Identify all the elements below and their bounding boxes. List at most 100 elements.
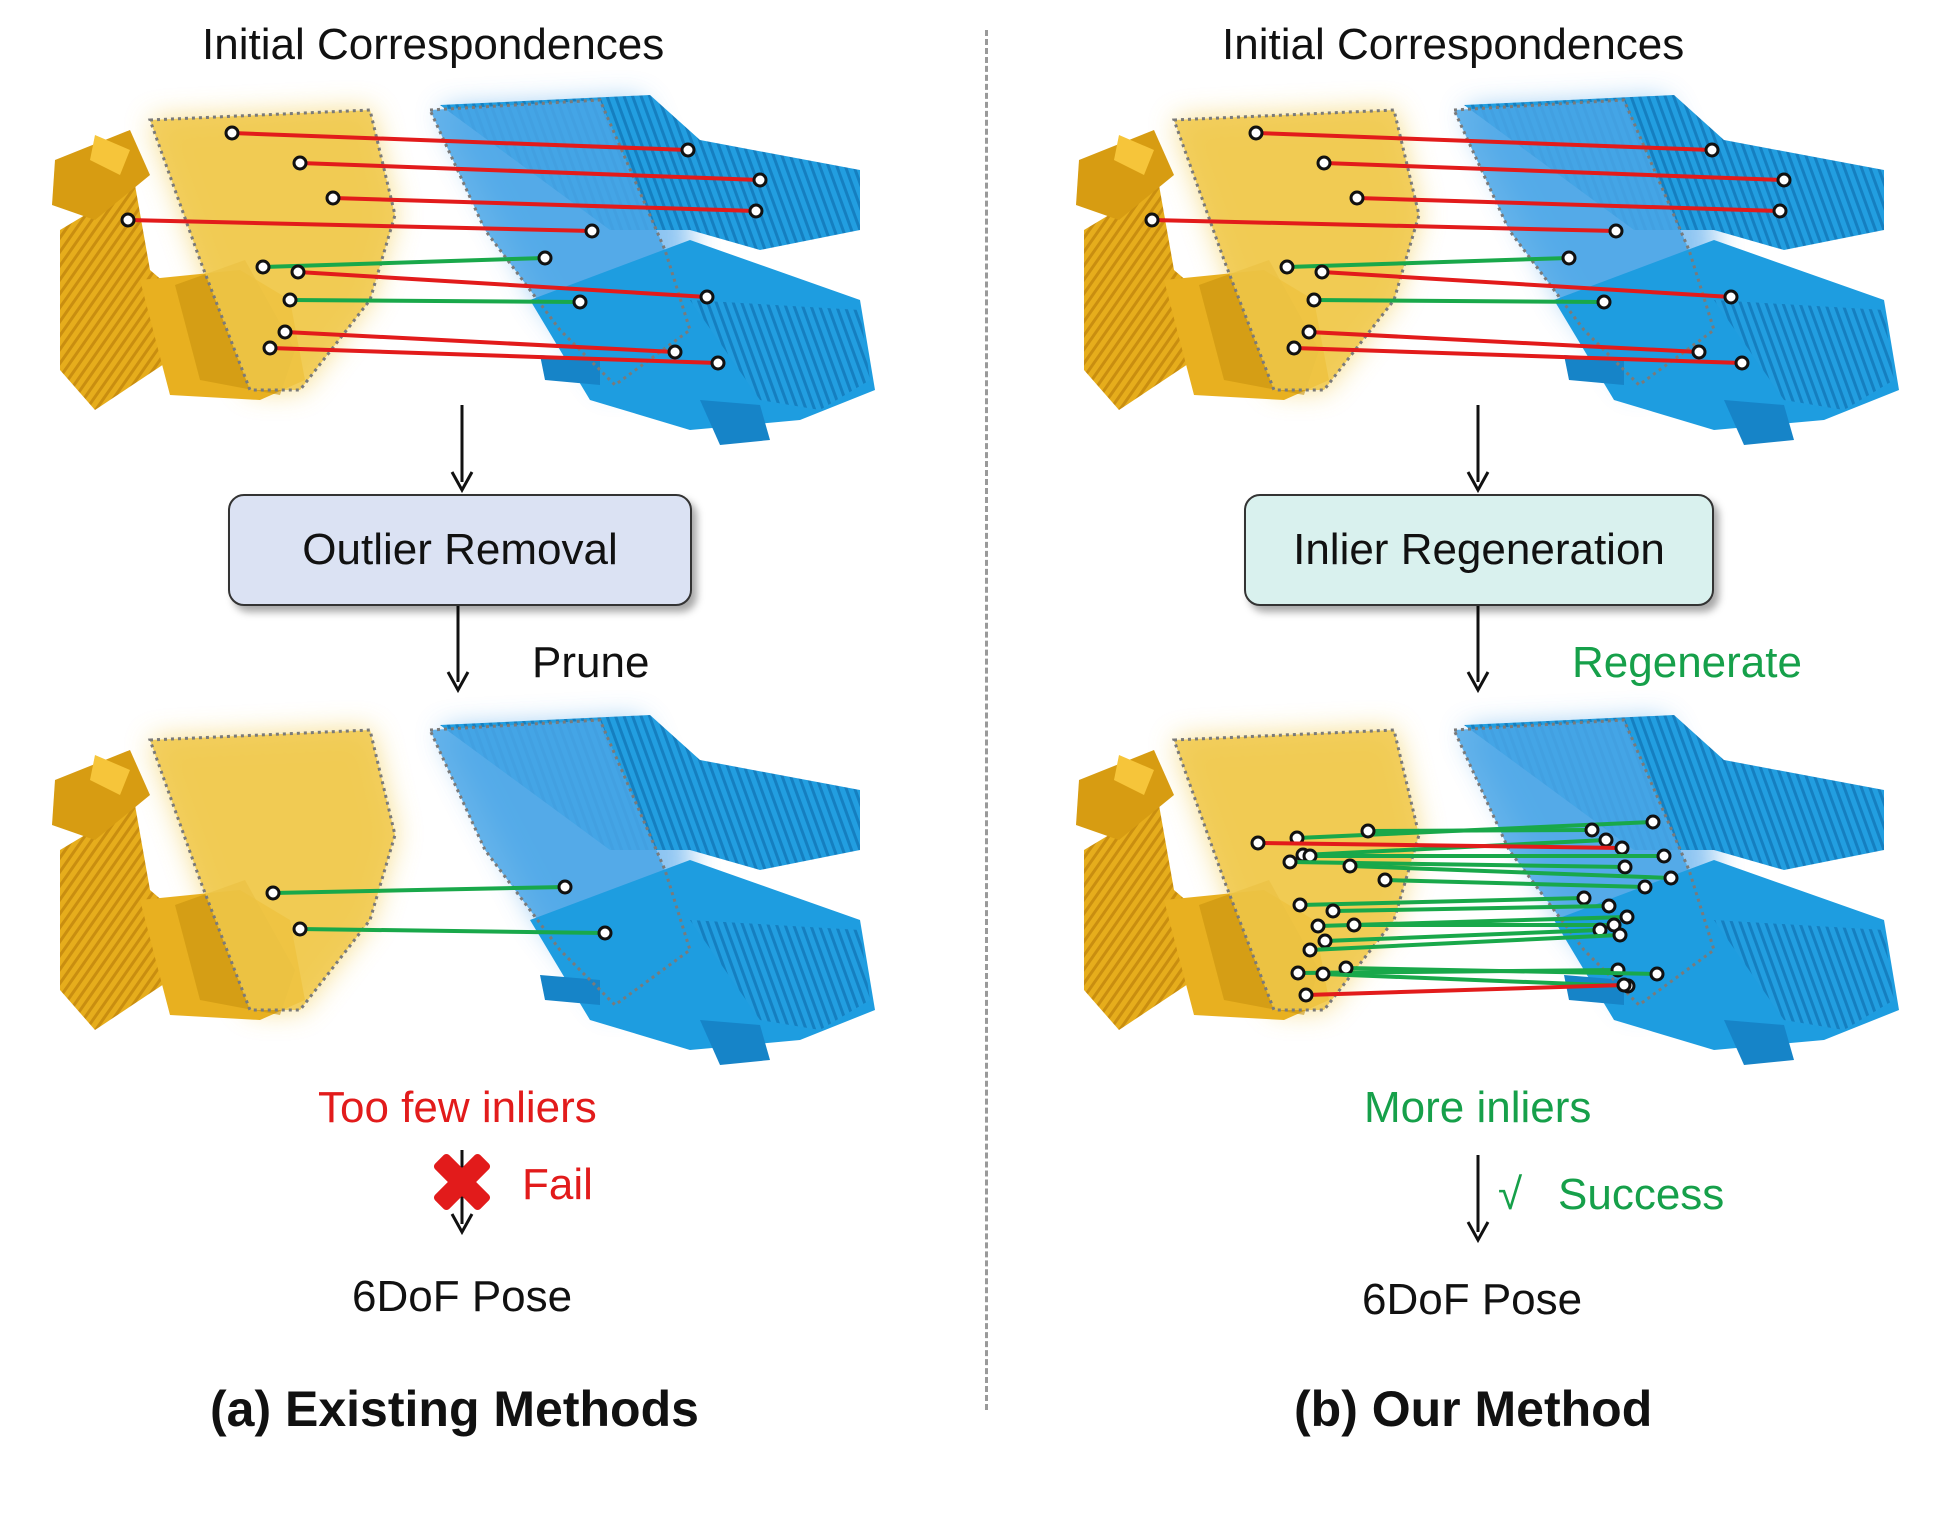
panel-b-regen-corr-2-target-point	[1584, 822, 1600, 838]
more-inliers-label: More inliers	[1364, 1083, 1592, 1132]
panel-b-regen-corr-7-line	[1349, 864, 1672, 880]
panel-b-regen-corr-18-target-point	[1616, 977, 1632, 993]
panel-b-initial-corr-9	[1286, 340, 1750, 371]
too-few-inliers-label: Too few inliers	[318, 1083, 597, 1132]
panel-b-regen-corr-8-line	[1384, 878, 1646, 889]
panel-a-pruned-corr-2-source-point	[292, 921, 308, 937]
success-check-icon: √	[1498, 1170, 1523, 1219]
panel-b-regen-corr-12-source-point	[1346, 917, 1362, 933]
panel-b-regen-corr-16-target-point	[1649, 966, 1665, 982]
panel-a-initial-corr-4-target-point	[584, 223, 600, 239]
top-left-source-region	[150, 110, 395, 390]
top-right-source-block-1	[1084, 185, 1209, 410]
panel-b-initial-corr-1	[1248, 125, 1720, 158]
panel-b-arrow-3-head	[1466, 1221, 1490, 1244]
panel-a-initial-corr-3-target-point	[748, 203, 764, 219]
panel-b-caption: (b) Our Method	[1294, 1381, 1653, 1437]
panel-a-initial-corr-7-line	[289, 298, 581, 304]
inlier-regeneration-box: Inlier Regeneration	[1244, 494, 1714, 606]
panel-b-arrow-2-head	[1466, 671, 1490, 694]
top-right-target-block-3	[1714, 300, 1894, 410]
panel-b-initial-corr-2-target-point	[1776, 172, 1792, 188]
panel-b-initial-corr-4-target-point	[1608, 223, 1624, 239]
panel-b-regen-corr-17-line	[1322, 972, 1629, 988]
panel-a-arrow-3-head	[450, 1213, 474, 1236]
panel-b-initial-corr-8-target-point	[1691, 344, 1707, 360]
panel-b-regen-corr-10-target-point	[1601, 898, 1617, 914]
panel-a-initial-corr-7-target-point	[572, 294, 588, 310]
red-x-icon	[433, 1153, 491, 1211]
panel-a-initial-corr-9-target-point	[710, 355, 726, 371]
bottom-right-target-block-3	[1714, 920, 1894, 1030]
top-left-scene	[52, 95, 875, 445]
panel-b-initial-corr-7-line	[1313, 298, 1605, 304]
bottom-left-target-cloud	[427, 715, 875, 1065]
bottom-right-target-block-5	[1564, 975, 1624, 1005]
panel-b-regen-corr-2-line	[1367, 828, 1593, 833]
panel-a-pruned-corr-1-line	[272, 885, 566, 895]
bottom-left-source-overlap-outline	[147, 728, 397, 1012]
panel-b-initial-corr-5-target-point	[1561, 250, 1577, 266]
bottom-right-source-cloud	[1076, 728, 1421, 1030]
panel-b-initial-corr-4-line	[1151, 218, 1617, 233]
panel-b-regen-corr-18-line	[1305, 983, 1625, 997]
panel-b-regen-corr-2-source-point	[1360, 823, 1376, 839]
panel-b-regen-corr-15-source-point	[1290, 965, 1306, 981]
panel-a-initial-corr-3-source-point	[325, 190, 341, 206]
panel-a-arrow-1-head	[450, 471, 474, 494]
panel-b-regen-corr-14	[1302, 927, 1628, 958]
top-right-target-block-4	[1724, 400, 1794, 445]
panel-a-initial-corr-2-line	[299, 161, 761, 182]
panel-b-regen-corr-6-target-point	[1617, 859, 1633, 875]
panel-b-regen-corr-11-target-point	[1619, 909, 1635, 925]
panel-b-regen-corr-4	[1250, 835, 1630, 856]
bottom-right-source-block-4	[1114, 755, 1154, 795]
prune-label: Prune	[532, 638, 650, 687]
panel-b-initial-corr-4-source-point	[1144, 212, 1160, 228]
panel-b-regen-corr-8	[1377, 872, 1653, 895]
panel-b-output: 6DoF Pose	[1362, 1275, 1583, 1324]
panel-b-regen-corr-16	[1338, 960, 1665, 982]
panel-b-initial-corr-2	[1316, 155, 1792, 188]
panel-b-regen-corr-7-target-point	[1663, 870, 1679, 886]
panel-b-initial-corr-5-line	[1286, 256, 1570, 269]
bottom-right-scene	[1076, 715, 1899, 1065]
panel-a-arrow-2	[446, 606, 470, 694]
panel-a-heading: Initial Correspondences	[202, 20, 665, 69]
bottom-right-target-overlap-outline	[1451, 718, 1716, 1007]
panel-b-initial-corr-2-line	[1323, 161, 1785, 182]
panel-b-initial-corr-9-source-point	[1286, 340, 1302, 356]
panel-b-regen-corr-13-source-point	[1317, 933, 1333, 949]
panel-b-initial-corr-7-target-point	[1596, 294, 1612, 310]
outlier-removal-label: Outlier Removal	[302, 525, 618, 574]
panel-b-regen-corr-4-line	[1257, 841, 1623, 850]
bottom-left-source-block-4	[90, 755, 130, 795]
bottom-left-scene	[52, 715, 875, 1065]
panel-a-initial-corr-5	[255, 250, 553, 275]
panel-b-regen-corr-14-source-point	[1302, 942, 1318, 958]
panel-a-initial-corr-9-line	[269, 346, 719, 365]
panel-a-initial-corr-1	[224, 125, 696, 158]
panel-b-initial-corr-8-line	[1308, 330, 1700, 354]
panel-b-initial-corr-1-line	[1255, 131, 1713, 152]
panel-b-arrow-1-head	[1466, 471, 1490, 494]
panel-b-regen-corr-14-target-point	[1612, 927, 1628, 943]
panel-b-initial-corr-9-target-point	[1734, 355, 1750, 371]
bottom-right-source-block-1	[1084, 805, 1209, 1030]
bottom-left-target-block-3	[690, 920, 870, 1030]
panel-b-initial-corr-6-source-point	[1314, 264, 1330, 280]
panel-b-arrow-3	[1466, 1155, 1490, 1244]
panel-b-initial-corr-9-line	[1293, 346, 1743, 365]
bottom-left-target-block-4	[700, 1020, 770, 1065]
panel-b-regen-corr-9	[1292, 890, 1592, 913]
panel-b-regen-corr-2	[1360, 822, 1600, 839]
panel-b-regen-corr-5-target-point	[1656, 848, 1672, 864]
top-left-target-block-5	[540, 355, 600, 385]
panel-a-arrow-1	[450, 405, 474, 494]
top-left-source-cloud	[52, 108, 397, 410]
success-label: Success	[1558, 1170, 1725, 1219]
panel-a-initial-corr-3-line	[332, 196, 757, 213]
panel-b-initial-corr-1-source-point	[1248, 125, 1264, 141]
